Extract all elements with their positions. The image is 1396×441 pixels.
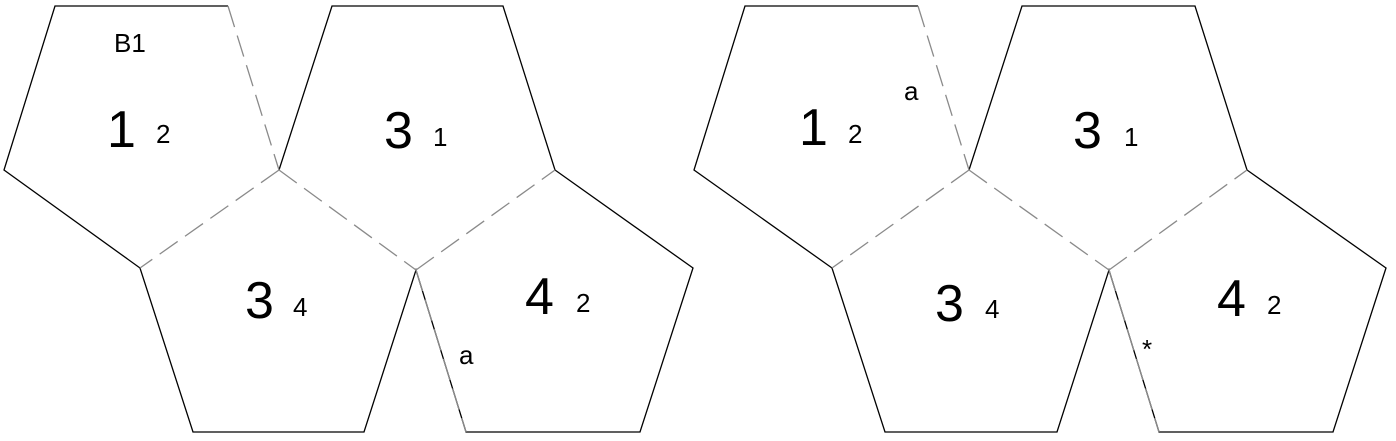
face-number: 4 (525, 268, 554, 326)
pentagon-net-left: B1 1 2 3 1 3 4 4 2 a (3, 5, 694, 433)
face-index: 1 (1124, 122, 1138, 152)
face-index: 2 (156, 119, 170, 149)
fold-line (139, 169, 280, 269)
edge-mark: a (904, 76, 919, 106)
fold-line (917, 5, 970, 171)
fold-line (831, 169, 970, 269)
pentagon-net-right: 1 2 3 1 3 4 4 2 a * (693, 5, 1387, 433)
face-number: 3 (245, 272, 274, 330)
fold-line (1108, 269, 1160, 433)
fold-line (968, 169, 1110, 271)
fold-line (227, 5, 280, 171)
edge-mark: * (1142, 334, 1152, 364)
face-number: 3 (1073, 102, 1102, 160)
fold-line (1108, 169, 1248, 271)
fold-line (415, 269, 467, 433)
edge-mark: a (459, 340, 474, 370)
face-index: 4 (293, 292, 307, 322)
face-number: 1 (799, 99, 828, 157)
face-index: 2 (1267, 290, 1281, 320)
face-index: 4 (985, 294, 999, 324)
net-outline (3, 5, 694, 433)
fold-line (415, 169, 556, 271)
face-number: 3 (935, 275, 964, 333)
face-number: 4 (1217, 270, 1246, 328)
net-outline (693, 5, 1387, 433)
face-number: 1 (107, 101, 136, 159)
net-title: B1 (114, 28, 146, 58)
fold-line (278, 169, 417, 271)
face-index: 2 (848, 119, 862, 149)
face-index: 2 (576, 288, 590, 318)
face-number: 3 (384, 102, 413, 160)
face-index: 1 (433, 122, 447, 152)
